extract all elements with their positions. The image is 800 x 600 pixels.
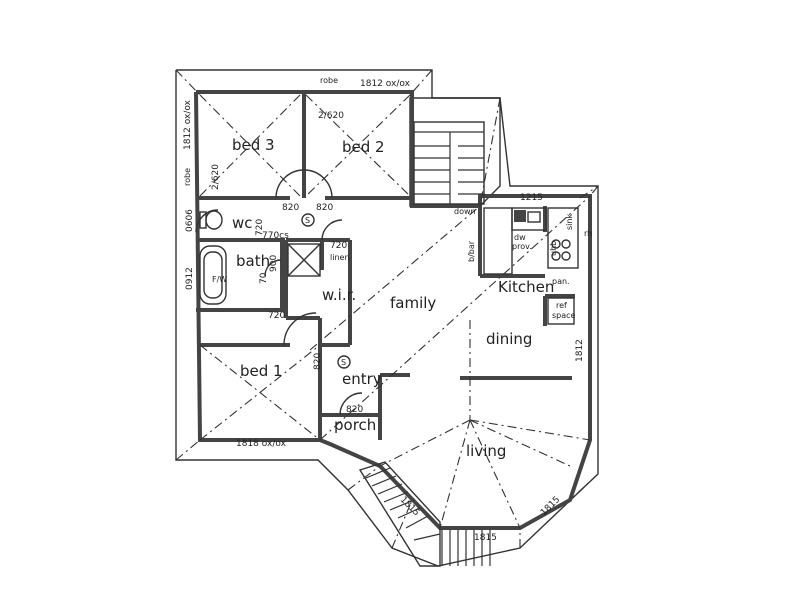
room-label-wc: wc	[232, 214, 253, 232]
kitchen-bench	[483, 207, 579, 325]
dim-porch-door: 820	[346, 405, 363, 415]
dim-bed3-door: 820	[282, 203, 299, 213]
door-swings	[195, 169, 363, 416]
interior-walls	[196, 92, 575, 440]
label-linen: linen	[330, 253, 350, 262]
label-space: space	[552, 311, 576, 320]
dim-bath-door-3: 720	[268, 311, 285, 321]
dim-bed2-door: 820	[316, 203, 333, 213]
room-label-dining: dining	[486, 330, 532, 348]
room-label-porch: porch	[334, 416, 376, 434]
label-uhb: uhb	[549, 241, 558, 256]
smoke-label-entry: S	[341, 358, 346, 367]
dim-wc-window: 0606	[185, 209, 195, 232]
dim-left-window: 1812 ox/ox	[183, 99, 193, 150]
dim-robe-door-left: 2/620	[211, 164, 221, 190]
dim-linen-door: 720	[330, 241, 347, 251]
stair-upper-outline	[409, 97, 501, 207]
room-label-family: family	[390, 294, 436, 312]
room-label-entry: entry	[342, 370, 382, 388]
room-label-bed2: bed 2	[342, 138, 385, 156]
label-robe-left: robe	[183, 168, 192, 186]
toilet	[199, 210, 223, 230]
label-bbar: b/bar	[467, 240, 476, 262]
room-label-wir: w.i.r.	[322, 286, 356, 304]
label-dw: dw	[514, 233, 526, 242]
dim-cs-door: 770cs	[262, 231, 289, 241]
upper-stairs	[413, 121, 485, 205]
label-robe-top: robe	[320, 76, 338, 85]
dim-wc-door: 720	[255, 219, 265, 236]
dim-bath-window: 0912	[185, 267, 195, 290]
label-rh: rh	[584, 229, 592, 238]
room-label-bath: bath	[236, 252, 270, 270]
smoke-detector-entry	[337, 355, 351, 369]
smoke-label-upper: S	[305, 216, 310, 225]
smoke-detector-upper	[301, 213, 315, 227]
room-label-kitchen: Kitchen	[498, 278, 554, 296]
roof-hip-lines	[175, 69, 599, 549]
shower	[287, 243, 321, 277]
dim-bed1-window: 1818 ox/ox	[236, 439, 287, 449]
room-label-living: living	[466, 442, 506, 460]
dim-kitchen-window: 1215	[520, 193, 543, 203]
label-down: down	[454, 207, 476, 216]
dim-bath-door-2: 70	[259, 272, 269, 284]
dim-robe-door-top: 2/620	[318, 111, 344, 121]
lower-stairs	[358, 461, 491, 567]
label-prov: prov.	[512, 242, 532, 251]
label-fw: F/W	[212, 275, 227, 284]
dim-dining-window: 1812	[575, 339, 585, 362]
label-ref: ref	[556, 301, 567, 310]
label-sink: sink	[565, 214, 574, 230]
dim-top-window: 1812 ox/ox	[360, 79, 411, 89]
label-pan: pan.	[552, 277, 570, 286]
dim-bed1-door: 820	[313, 353, 323, 370]
room-label-bed1: bed 1	[240, 362, 283, 380]
room-label-bed3: bed 3	[232, 136, 275, 154]
dim-living-bottom: 1815	[474, 533, 497, 543]
dim-bath-door-1: 900	[269, 255, 279, 272]
bathtub	[199, 245, 227, 305]
